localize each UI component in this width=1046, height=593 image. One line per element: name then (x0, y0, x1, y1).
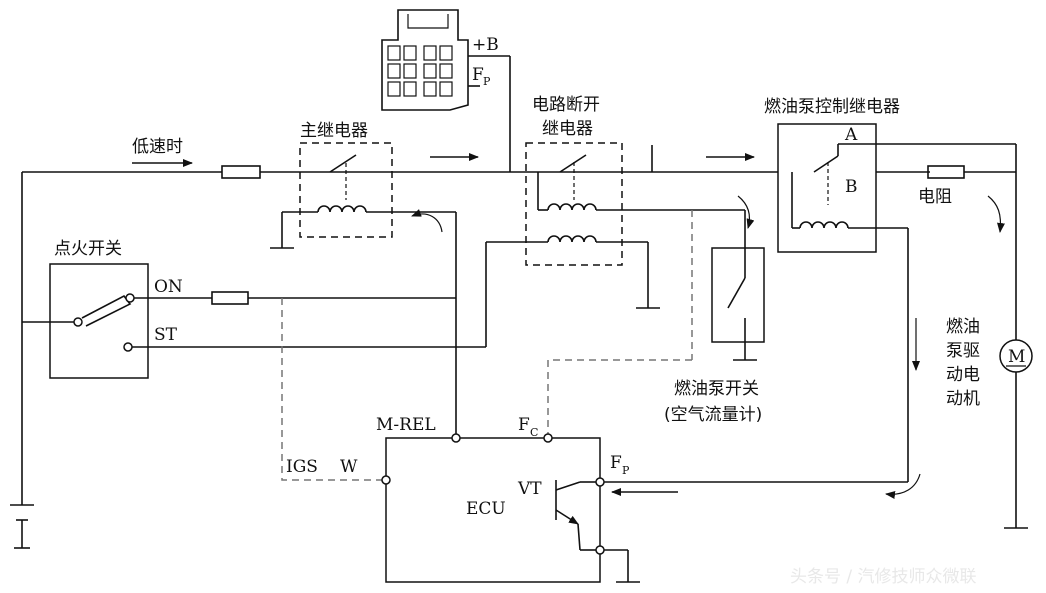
connector-plug (381, 9, 510, 111)
low-speed-label: 低速时 (132, 137, 183, 157)
circuit-open-relay-box (525, 142, 623, 266)
main-relay-box (299, 142, 393, 238)
fp-ecu-label: F (610, 453, 622, 473)
igs-label: IGS (286, 457, 318, 477)
motor-label-3: 动电 (946, 365, 980, 385)
fp-terminal (595, 477, 605, 487)
on-label: ON (154, 277, 183, 297)
fuel-pump-switch-internals (727, 210, 757, 361)
resistor-label: 电阻 (918, 187, 952, 207)
resistor-current-arrow (987, 195, 1005, 233)
w-terminal (381, 475, 391, 485)
watermark-text: 头条号 / 汽修技师众微联 (790, 567, 977, 587)
m-rel-terminal (451, 433, 461, 443)
st-label: ST (154, 325, 178, 345)
fp-ecu-subscript: P (622, 464, 630, 477)
fuel-pump-control-relay-box (777, 123, 877, 253)
motor-label-4: 动机 (946, 389, 980, 409)
resistor-symbol (927, 165, 965, 179)
vt-label: VT (517, 479, 542, 499)
fp-connector-subscript: P (483, 75, 491, 88)
fc-signal-dashed-2 (547, 359, 692, 438)
m-rel-label: M-REL (376, 415, 436, 435)
igs-signal-dashed (281, 298, 386, 481)
fc-subscript: C (530, 426, 538, 439)
fuel-pump-switch-sublabel: (空气流量计) (664, 405, 762, 425)
main-relay-label: 主继电器 (300, 121, 368, 141)
motor-label-1: 燃油 (946, 317, 980, 337)
w-label: W (340, 457, 358, 477)
ecu-box (385, 437, 601, 583)
fc-label: F (518, 415, 530, 435)
fc-terminal (543, 433, 553, 443)
main-relay-internals (270, 154, 456, 249)
motor-label-2: 泵驱 (946, 341, 980, 361)
fuel-pump-control-relay-label: 燃油泵控制继电器 (764, 97, 900, 117)
fp-connector-label: F (472, 65, 484, 85)
fuel-pump-switch-label: 燃油泵开关 (674, 379, 759, 399)
terminal-b-label: B (845, 177, 858, 197)
circuit-open-relay-label-2: 继电器 (542, 119, 593, 139)
battery-symbol (10, 504, 34, 549)
ignition-switch-box (49, 263, 149, 379)
ecu-label: ECU (466, 499, 506, 519)
ecu-ground-terminal (595, 545, 605, 555)
fuel-pump-control-relay-internals (600, 143, 1016, 483)
fuel-pump-switch-box (711, 247, 765, 343)
terminal-a-label: A (844, 125, 858, 145)
circuit-open-relay-label-1: 电路断开 (532, 95, 600, 115)
ecu-fp-curve-arrow (885, 473, 921, 499)
motor-m-label: M (1008, 347, 1025, 367)
motor-ground (1004, 372, 1028, 529)
transistor-vt (555, 480, 640, 583)
plus-b-label: +B (472, 35, 499, 55)
main-relay-current-arrow (411, 209, 443, 233)
ignition-switch-label: 点火开关 (54, 239, 122, 259)
circuit-open-relay-internals (485, 154, 745, 347)
pump-switch-current-arrow (737, 195, 755, 229)
